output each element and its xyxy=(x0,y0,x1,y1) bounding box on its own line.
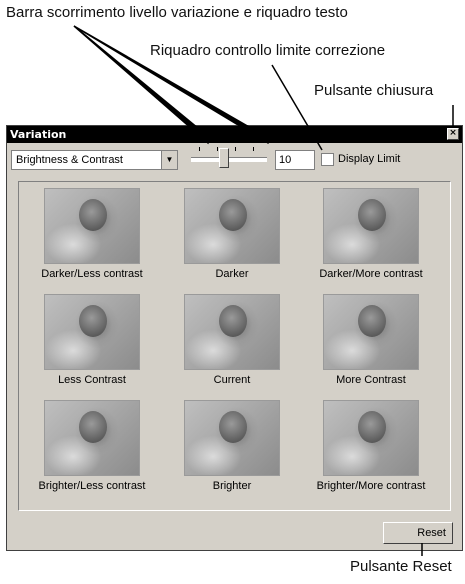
variation-caption: Current xyxy=(213,374,251,386)
variation-cell[interactable]: Darker xyxy=(164,188,300,288)
window-titlebar[interactable]: Variation × xyxy=(7,126,462,143)
close-icon: × xyxy=(449,128,457,138)
baby-face xyxy=(219,305,247,337)
slider-tick xyxy=(199,147,200,151)
slider-tick xyxy=(253,147,254,151)
variation-caption: Brighter xyxy=(212,480,252,492)
variation-cell[interactable]: Current xyxy=(164,294,300,394)
variation-thumbnail[interactable] xyxy=(323,400,419,476)
baby-face xyxy=(358,411,386,443)
mode-select-value: Brightness & Contrast xyxy=(16,154,123,166)
baby-face xyxy=(79,305,107,337)
slider-track xyxy=(191,157,267,162)
variation-caption: More Contrast xyxy=(336,374,406,386)
variation-level-slider[interactable] xyxy=(187,144,273,174)
variation-thumbnail[interactable] xyxy=(44,188,140,264)
variation-caption: Darker/Less contrast xyxy=(41,268,143,280)
variation-cell[interactable]: Less Contrast xyxy=(24,294,160,394)
callout-slider-textbox: Barra scorrimento livello variazione e r… xyxy=(6,4,348,21)
baby-face xyxy=(79,411,107,443)
variation-caption: Darker xyxy=(215,268,249,280)
variation-thumbnail[interactable] xyxy=(323,188,419,264)
variation-cell[interactable]: Darker/More contrast xyxy=(303,188,439,288)
display-limit-label: Display Limit xyxy=(338,153,401,165)
baby-face xyxy=(358,199,386,231)
close-button[interactable]: × xyxy=(447,128,459,140)
variation-cell[interactable]: More Contrast xyxy=(303,294,439,394)
variation-caption: Less Contrast xyxy=(58,374,126,386)
callout-close-button: Pulsante chiusura xyxy=(314,82,434,99)
chevron-down-icon[interactable]: ▼ xyxy=(161,151,177,169)
reset-button[interactable]: Reset xyxy=(383,522,453,544)
callout-reset-button: Pulsante Reset xyxy=(350,558,452,575)
slider-tick xyxy=(217,147,218,151)
variation-thumbnail[interactable] xyxy=(184,400,280,476)
variation-caption: Brighter/Less contrast xyxy=(38,480,146,492)
variation-cell[interactable]: Darker/Less contrast xyxy=(24,188,160,288)
baby-face xyxy=(219,411,247,443)
variation-thumbnail[interactable] xyxy=(323,294,419,370)
baby-face xyxy=(358,305,386,337)
variation-caption: Darker/More contrast xyxy=(319,268,423,280)
variation-thumbnail[interactable] xyxy=(184,294,280,370)
variation-window: Variation × Brightness & Contrast ▼ 10 D… xyxy=(6,125,463,551)
variation-cell[interactable]: Brighter xyxy=(164,400,300,500)
variation-thumbnail[interactable] xyxy=(184,188,280,264)
display-limit-checkbox[interactable] xyxy=(321,153,334,166)
variation-cell[interactable]: Brighter/More contrast xyxy=(303,400,439,500)
variation-thumbnail[interactable] xyxy=(44,400,140,476)
slider-tick xyxy=(235,147,236,151)
slider-thumb[interactable] xyxy=(219,148,229,168)
baby-face xyxy=(79,199,107,231)
mode-select[interactable]: Brightness & Contrast ▼ xyxy=(11,150,178,170)
window-title: Variation xyxy=(10,128,67,141)
callout-limit-checkbox: Riquadro controllo limite correzione xyxy=(150,42,386,59)
variation-grid: Darker/Less contrast Darker Darker/More … xyxy=(18,181,451,511)
level-value-input[interactable]: 10 xyxy=(275,150,315,170)
variation-caption: Brighter/More contrast xyxy=(316,480,426,492)
variation-cell[interactable]: Brighter/Less contrast xyxy=(24,400,160,500)
baby-face xyxy=(219,199,247,231)
variation-thumbnail[interactable] xyxy=(44,294,140,370)
